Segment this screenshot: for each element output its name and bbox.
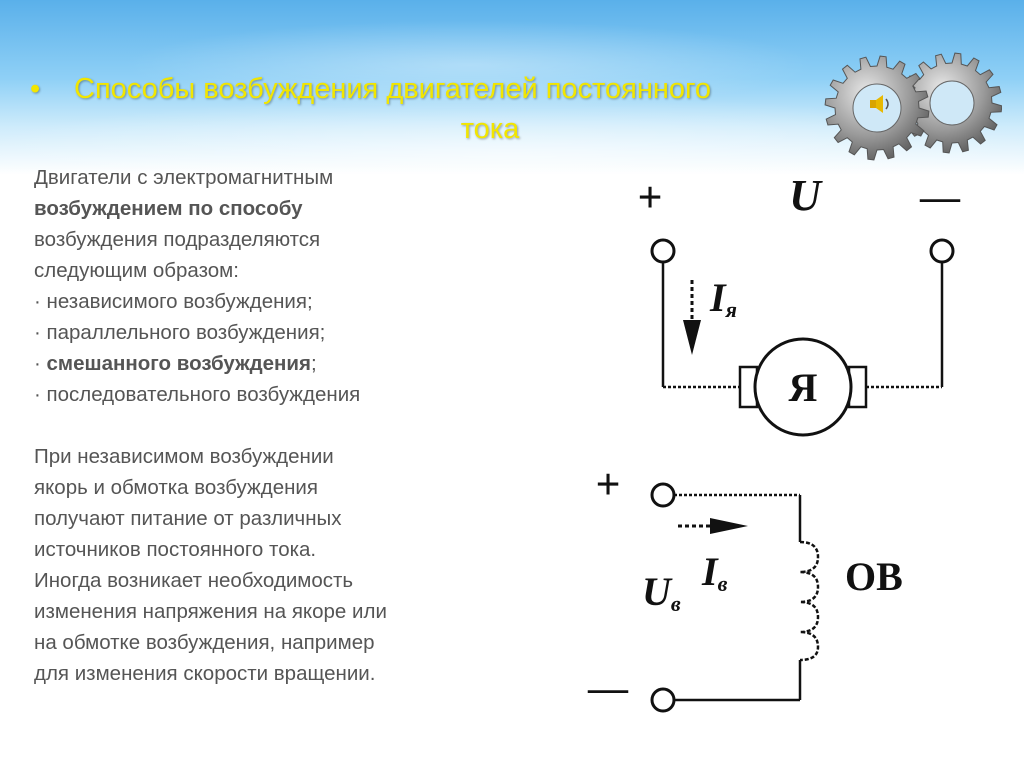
body-line: на обмотке возбуждения, например: [34, 631, 375, 654]
circuit-diagram: + U — Iя Я + — Iв Uв ОВ: [587, 171, 961, 713]
body-emphasis: смешанного возбуждения: [46, 352, 311, 375]
title-line-1: Способы возбуждения двигателей постоянно…: [74, 73, 712, 105]
list-item: · последовательного возбуждения: [34, 383, 361, 406]
title-bullet: •: [30, 73, 41, 105]
speaker-icon[interactable]: [870, 95, 889, 113]
paragraph-gap: [34, 410, 504, 441]
title-line-2: тока: [460, 113, 520, 145]
body-line: При независимом возбуждении: [34, 445, 334, 468]
terminal-top-right: [929, 238, 955, 264]
body-line: следующим образом:: [34, 259, 239, 282]
field-current-label: Iв: [701, 549, 728, 596]
plus-bottom-label: +: [595, 460, 620, 509]
body-line: якорь и обмотка возбуждения: [34, 476, 318, 499]
body-emphasis: возбуждением по способу: [34, 197, 303, 220]
voltage-top-label: U: [789, 171, 823, 220]
terminal-bottom-bottom: [650, 687, 676, 713]
armature-circle: [753, 337, 853, 437]
body-line: возбуждения подразделяются: [34, 228, 321, 251]
body-line: Двигатели с электромагнитным: [34, 166, 334, 189]
gears-icon: [824, 52, 1002, 161]
field-voltage-label: Uв: [642, 569, 681, 616]
armature-current-label: Iя: [709, 275, 737, 322]
armature-current-arrowhead: [683, 320, 701, 355]
minus-top-label: —: [919, 174, 961, 219]
body-line: Иногда возникает необходимость: [34, 569, 354, 592]
field-coil: [799, 540, 820, 662]
terminal-bottom-top: [650, 482, 676, 508]
field-winding-label: ОВ: [845, 554, 903, 599]
body-line: изменения напряжения на якоре или: [34, 600, 387, 623]
terminal-top-left: [650, 238, 676, 264]
field-current-arrowhead: [710, 518, 748, 534]
plus-top-label: +: [637, 173, 662, 222]
body-line: получают питание от различных: [34, 507, 342, 530]
minus-bottom-label: —: [587, 665, 629, 710]
armature-label: Я: [789, 365, 818, 410]
header-wave-highlight-2: [120, 20, 820, 110]
list-item: · независимого возбуждения;: [34, 290, 313, 313]
body-line: для изменения скорости вращении.: [34, 662, 376, 685]
body-line: возбуждением по способу: [34, 193, 504, 224]
body-line: источников постоянного тока.: [34, 538, 317, 561]
list-item: · параллельного возбуждения;: [34, 321, 326, 344]
slide-body-text: Двигатели с электромагнитным возбуждение…: [34, 162, 504, 689]
list-item: · смешанного возбуждения;: [34, 352, 317, 375]
